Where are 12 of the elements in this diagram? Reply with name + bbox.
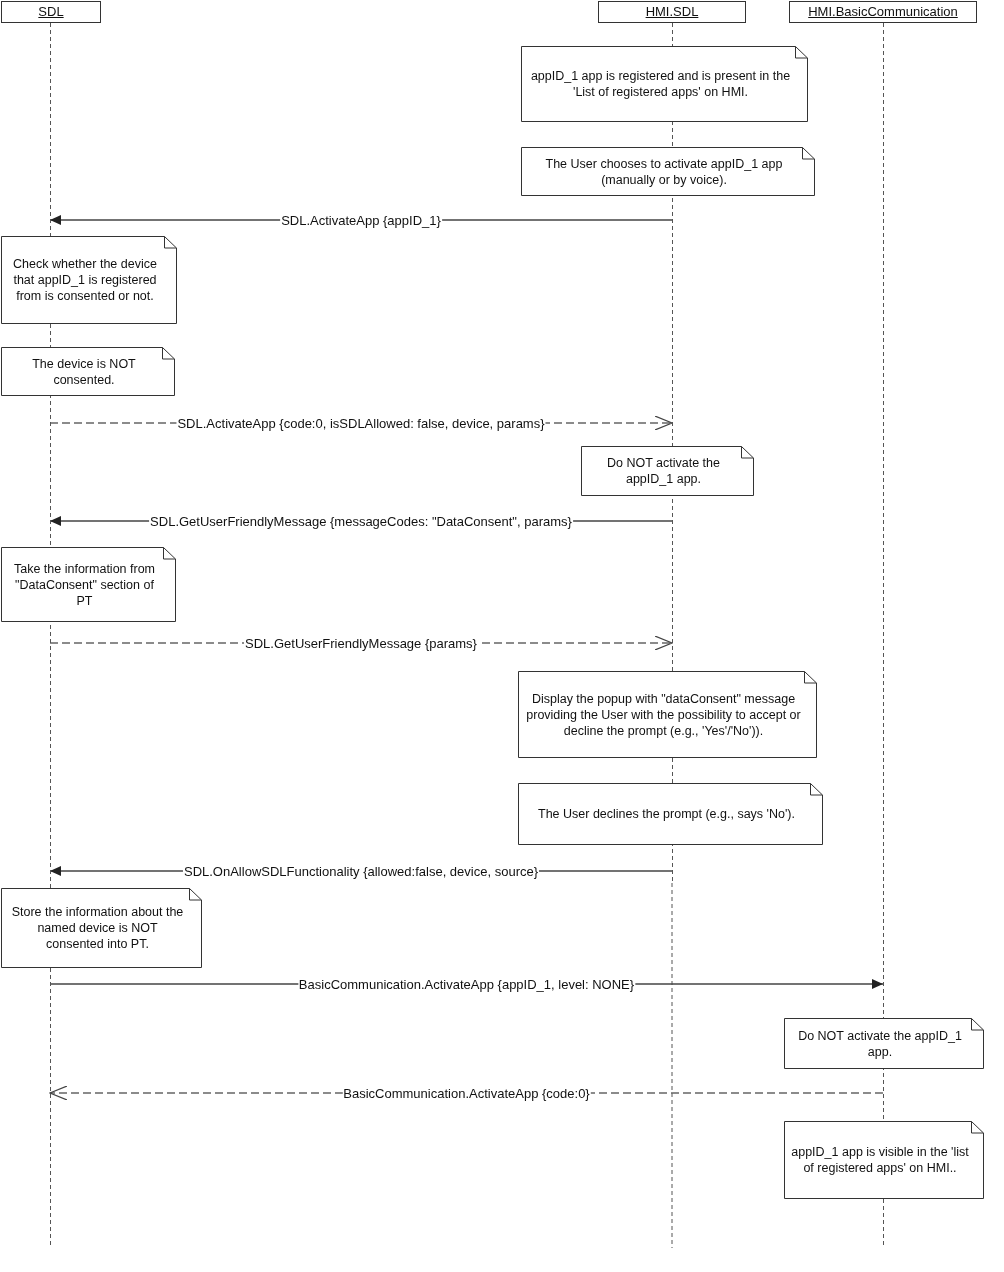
participant-box: SDL <box>1 1 101 23</box>
note: Do NOT activate the appID_1 app. <box>581 446 754 496</box>
note: The User declines the prompt (e.g., says 'No'). <box>518 783 823 845</box>
note: Store the information about the named device is NOT consented into PT. <box>1 888 202 968</box>
note: Take the information from "DataConsent" section of PT <box>1 547 176 622</box>
note: Display the popup with "dataConsent" message providing the User with the possibility to accept or decline the prompt (e.g., 'Yes'/'No')). <box>518 671 817 758</box>
participant-box: HMI.SDL <box>598 1 746 23</box>
note: appID_1 app is registered and is present in the 'List of registered apps' on HMI. <box>521 46 808 122</box>
note: Check whether the device that appID_1 is registered from is consented or not. <box>1 236 177 324</box>
note: The device is NOT consented. <box>1 347 175 396</box>
note: The User chooses to activate appID_1 app (manually or by voice). <box>521 147 815 196</box>
participant-box: HMI.BasicCommunication <box>789 1 977 23</box>
